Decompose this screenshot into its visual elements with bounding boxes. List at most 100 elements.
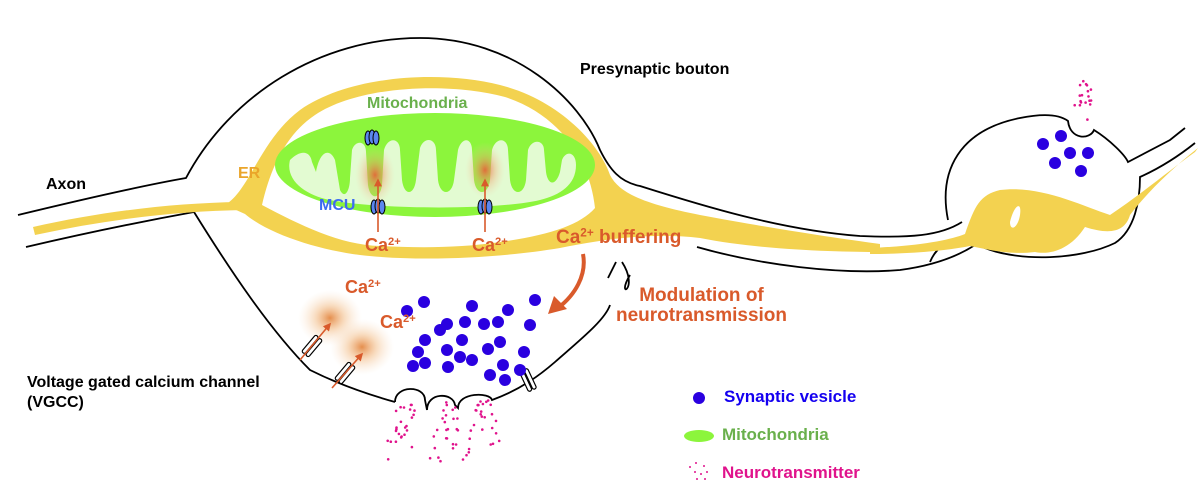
mcu-icon xyxy=(364,129,380,146)
second-bouton-er-gap-2 xyxy=(1105,199,1116,207)
synaptic-vesicle xyxy=(482,343,494,355)
synaptic-vesicle xyxy=(459,316,471,328)
calcium-label-4: Ca2+ xyxy=(380,312,416,332)
synaptic-vesicle xyxy=(441,344,453,356)
vgcc-calcium-arrows xyxy=(299,322,364,389)
neurotransmitter-dot xyxy=(461,458,465,461)
neurotransmitter-dot xyxy=(432,435,436,438)
neurotransmitter-dot xyxy=(497,439,501,443)
synaptic-vesicle xyxy=(1075,165,1087,177)
neurotransmitter-dot xyxy=(389,440,393,444)
neurotransmitter-dot xyxy=(485,400,488,404)
neurotransmitter-dot xyxy=(441,417,444,420)
neurotransmitter-dot xyxy=(386,458,390,461)
calcium-label-1: Ca2+ xyxy=(365,235,401,255)
neurotransmitter-dot xyxy=(491,442,495,446)
neurotransmitter-dot xyxy=(494,419,498,423)
neurotransmitter-dot xyxy=(1082,79,1085,83)
endoplasmic-reticulum xyxy=(33,77,880,259)
legend-neurotransmitter-label: Neurotransmitter xyxy=(722,463,860,482)
neurotransmitter-dot xyxy=(1078,83,1082,87)
neurotransmitter-dot xyxy=(1085,84,1089,87)
neurotransmitter-dot xyxy=(451,408,455,412)
neurotransmitter-dot xyxy=(405,424,408,428)
calcium-label-2: Ca2+ xyxy=(472,235,508,255)
neurotransmitter-dot xyxy=(408,408,412,411)
legend-mitochondria-icon xyxy=(684,430,714,442)
neurotransmitter-dot xyxy=(456,429,460,432)
synaptic-vesicle xyxy=(1049,157,1061,169)
neurotransmitter-dot xyxy=(437,456,440,459)
neurotransmitter-dot xyxy=(433,446,437,450)
axon-label: Axon xyxy=(46,176,86,193)
second-bouton-er xyxy=(870,148,1198,254)
neurotransmitter-dot xyxy=(395,427,398,431)
neurotransmitter-dot xyxy=(451,447,455,450)
neurotransmitter-dot xyxy=(490,412,494,416)
synaptic-vesicle xyxy=(418,296,430,308)
neurotransmitter-dot xyxy=(399,405,402,409)
neurotransmitter-dot xyxy=(444,414,448,417)
membrane-lower-right-2 xyxy=(696,244,976,273)
vgcc-glows xyxy=(298,290,394,375)
synaptic-vesicle xyxy=(514,364,526,376)
neurotransmitter-dot xyxy=(445,403,449,407)
synaptic-vesicle xyxy=(484,369,496,381)
neurotransmitter-release xyxy=(386,79,1093,463)
neurotransmitter-dot xyxy=(410,403,413,407)
synaptic-vesicle xyxy=(419,357,431,369)
neurotransmitter-dot xyxy=(410,416,414,419)
neurotransmitter-dot xyxy=(479,400,482,403)
synaptic-vesicle xyxy=(466,300,478,312)
neurotransmitter-dot xyxy=(1088,103,1092,106)
neurotransmitter-dot xyxy=(1089,99,1093,102)
buffering-arrowhead xyxy=(548,296,567,314)
presynaptic-bouton-label: Presynaptic bouton xyxy=(580,61,730,78)
neurotransmitter-dot xyxy=(439,459,442,463)
matrix-calcium-glow-1 xyxy=(355,145,395,205)
synaptic-vesicle xyxy=(1082,147,1094,159)
neurotransmitter-dot xyxy=(1078,94,1082,97)
neurotransmitter-dot xyxy=(480,415,484,418)
synaptic-vesicle xyxy=(466,354,478,366)
synaptic-vesicle xyxy=(442,361,454,373)
neurotransmitter-dot xyxy=(442,409,445,412)
neurotransmitter-dot xyxy=(467,451,471,454)
legend-vesicle-icon xyxy=(693,392,705,404)
mcu-label: MCU xyxy=(319,197,356,214)
neurotransmitter-dot xyxy=(394,409,398,413)
second-bouton xyxy=(870,114,1198,263)
neurotransmitter-dot xyxy=(1084,101,1087,104)
neurotransmitter-dot xyxy=(474,408,478,412)
neurotransmitter-dot xyxy=(489,443,493,446)
neurotransmitter-dot xyxy=(468,437,472,441)
neurotransmitter-dot xyxy=(467,447,471,451)
neurotransmitter-dot xyxy=(399,436,403,439)
membrane-upper xyxy=(17,37,963,238)
neurotransmitter-dot xyxy=(397,432,401,436)
modulation-label: Modulation of neurotransmission xyxy=(604,286,799,325)
neurotransmitter-dot xyxy=(1073,103,1076,107)
neurotransmitter-dot xyxy=(1089,88,1093,91)
neurotransmitter-dot xyxy=(494,432,498,435)
synaptic-vesicle xyxy=(401,305,413,317)
modulation-line1: Modulation of xyxy=(639,285,764,306)
mitochondrion xyxy=(275,113,595,217)
neurotransmitter-dot xyxy=(454,406,457,409)
neurotransmitter-dot xyxy=(394,440,398,444)
neurotransmitter-dot xyxy=(1086,89,1090,93)
neurotransmitter-dot xyxy=(452,417,455,421)
synaptic-vesicle xyxy=(434,324,446,336)
neurotransmitter-dot xyxy=(454,443,458,446)
neurotransmitter-dot xyxy=(445,428,448,432)
neurotransmitter-dot xyxy=(483,416,487,419)
buffering-arrow xyxy=(556,253,586,310)
synaptic-vesicle xyxy=(524,319,536,331)
synaptic-vesicle xyxy=(497,359,509,371)
neurotransmitter-dot xyxy=(479,410,483,413)
neurotransmitter-dot xyxy=(490,426,494,430)
synaptic-vesicle xyxy=(454,351,466,363)
second-bouton-er-gap xyxy=(1010,206,1021,228)
membrane-tick xyxy=(607,261,617,279)
